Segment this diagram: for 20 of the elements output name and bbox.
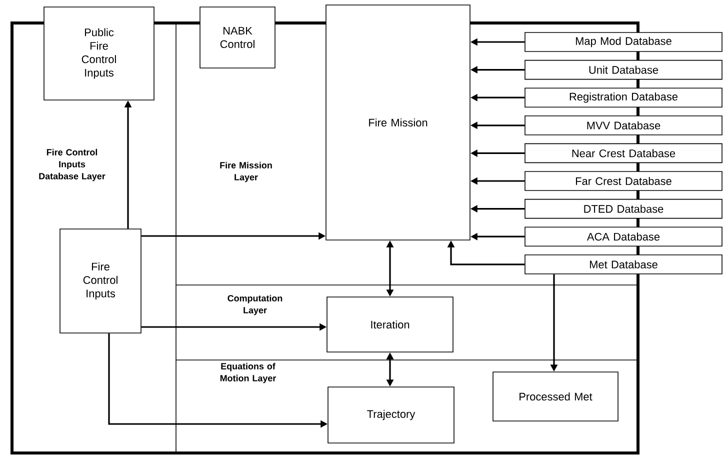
process-box: Trajectory — [328, 386, 454, 444]
process-box: NABK Control — [200, 6, 276, 68]
database-box: Map Mod Database — [524, 32, 722, 52]
process-box: Fire Control Inputs — [60, 228, 142, 334]
process-box: Iteration — [326, 296, 454, 352]
process-box: Public Fire Control Inputs — [44, 6, 154, 100]
database-box: Unit Database — [524, 60, 722, 80]
database-box: MVV Database — [524, 116, 722, 136]
process-box: Processed Met — [492, 372, 618, 422]
database-box: Registration Database — [524, 88, 722, 108]
database-box: Met Database — [524, 254, 722, 274]
database-box: DTED Database — [524, 198, 722, 219]
database-box: ACA Database — [524, 226, 722, 246]
database-box: Near Crest Database — [524, 143, 722, 164]
layer-label: Computation Layer — [228, 294, 282, 316]
database-box: Far Crest Database — [524, 171, 722, 191]
process-box: Fire Mission — [326, 4, 470, 240]
layer-label: Equations of Motion Layer — [220, 362, 276, 384]
layer-label: Fire Control Inputs Database Layer — [39, 148, 106, 182]
layer-label: Fire Mission Layer — [220, 162, 272, 182]
